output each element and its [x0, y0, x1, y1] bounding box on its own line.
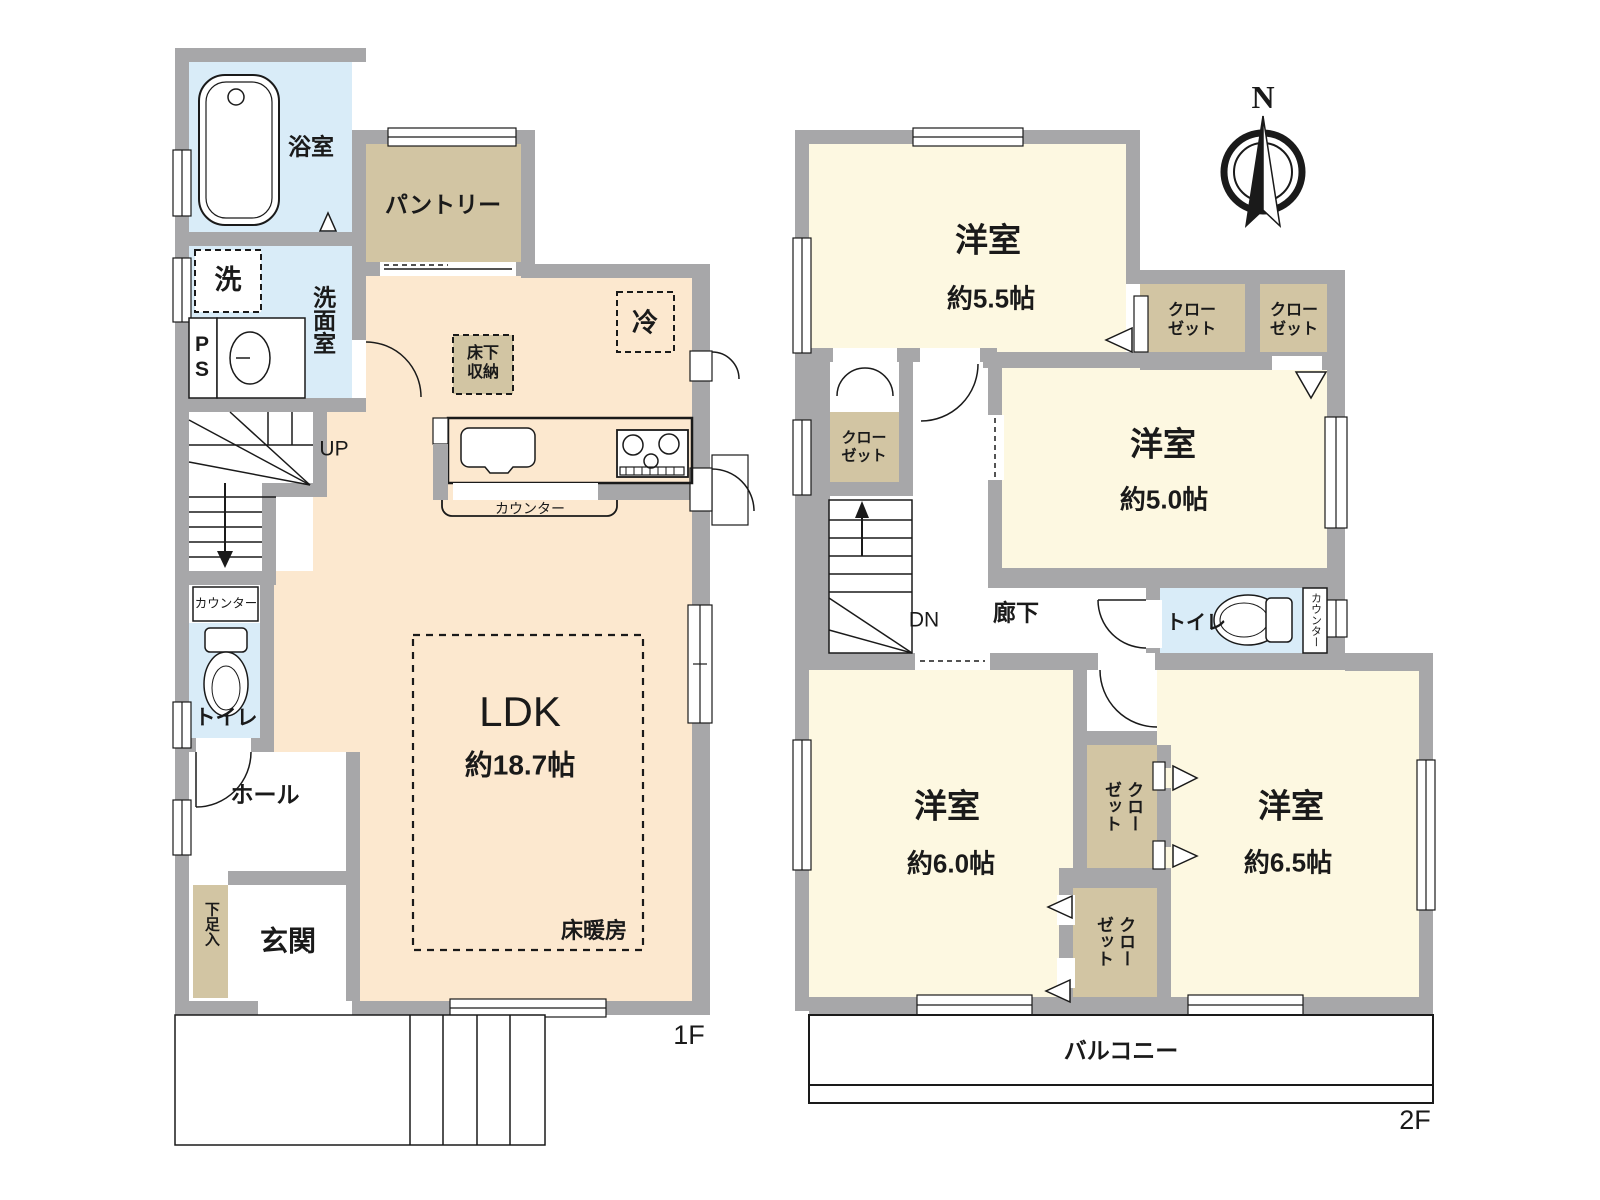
- room-label-bath: 浴室: [288, 133, 334, 160]
- label-closet-stair: クロー ゼット: [841, 429, 887, 464]
- bathtub-icon: [198, 74, 280, 226]
- ps-box: [188, 317, 218, 399]
- toilet-counter-box-2f: [1302, 587, 1328, 654]
- room-label-toilet-1f: トイレ: [194, 706, 258, 730]
- label-closet-tr1: クロー ゼット: [1167, 302, 1217, 338]
- floor-label-1f: 1F: [673, 1020, 705, 1051]
- room-label-corridor: 廊下: [993, 599, 1039, 626]
- label-closet-a: クローゼット: [1102, 780, 1144, 832]
- room-label-pantry: パントリー: [384, 191, 502, 218]
- label-washer: 洗: [214, 265, 242, 296]
- f2-openings: [792, 127, 1436, 1016]
- label-toilet-counter-1f: カウンター: [194, 596, 258, 611]
- balcony-outline: [808, 1014, 1434, 1104]
- porch-steps: [174, 1014, 546, 1146]
- compass-n-label: N: [1251, 79, 1275, 116]
- room-label-2f-65: 洋室: [1258, 787, 1324, 825]
- label-2f-60-size: 約6.0帖: [906, 848, 996, 879]
- room-label-ldk: LDK: [479, 688, 561, 736]
- room-label-toilet-2f: トイレ: [1166, 612, 1226, 635]
- room-label-balcony: バルコニー: [1063, 1037, 1179, 1064]
- f2-room-fills: [809, 144, 1419, 997]
- label-2f-65-size: 約6.5帖: [1243, 847, 1333, 878]
- toilet-counter-box-1f: [192, 586, 259, 622]
- underfloor-storage-box: [452, 334, 514, 395]
- label-fridge: 冷: [631, 307, 659, 338]
- bath-door-icon: [318, 211, 338, 232]
- label-closet-b: クローゼット: [1094, 915, 1136, 967]
- toilet-2f-icon: [1213, 594, 1293, 646]
- label-2f-55-size: 約5.5帖: [946, 283, 1036, 314]
- label-kitchen-counter: カウンター: [495, 500, 565, 517]
- label-stairs-up: UP: [319, 437, 349, 461]
- toilet-1f-icon: [203, 627, 249, 717]
- label-stairs-dn: DN: [908, 608, 940, 632]
- room-label-hall: ホール: [230, 781, 300, 808]
- label-2f-50-size: 約5.0帖: [1119, 484, 1209, 515]
- label-ps: P S: [194, 333, 210, 381]
- f1-openings: [172, 127, 755, 1088]
- label-closet-tr2: クロー ゼット: [1269, 302, 1319, 338]
- fridge-box: [616, 291, 675, 353]
- washbasin-icon: [216, 317, 306, 399]
- label-ldk-size: 約18.7帖: [464, 749, 576, 781]
- room-label-entrance: 玄関: [259, 925, 317, 957]
- label-toilet-counter-2f: カウンター: [1309, 592, 1322, 648]
- floor-label-2f: 2F: [1399, 1105, 1431, 1136]
- room-label-2f-60: 洋室: [914, 787, 980, 825]
- room-label-2f-50: 洋室: [1130, 425, 1196, 463]
- room-label-2f-55: 洋室: [955, 221, 1021, 259]
- label-underfloor-storage: 床下 収納: [466, 345, 500, 381]
- stairs-1f-icon: [188, 411, 313, 568]
- washer-box-icon: [194, 249, 262, 313]
- kitchen-icon: [432, 416, 694, 517]
- stairs-2f-icon: [828, 499, 913, 654]
- room-label-washroom: 洗面室: [309, 285, 336, 355]
- compass-icon: [1220, 115, 1306, 229]
- label-floor-heating: 床暖房: [560, 918, 628, 944]
- label-shoe-storage: 下足入: [202, 901, 220, 947]
